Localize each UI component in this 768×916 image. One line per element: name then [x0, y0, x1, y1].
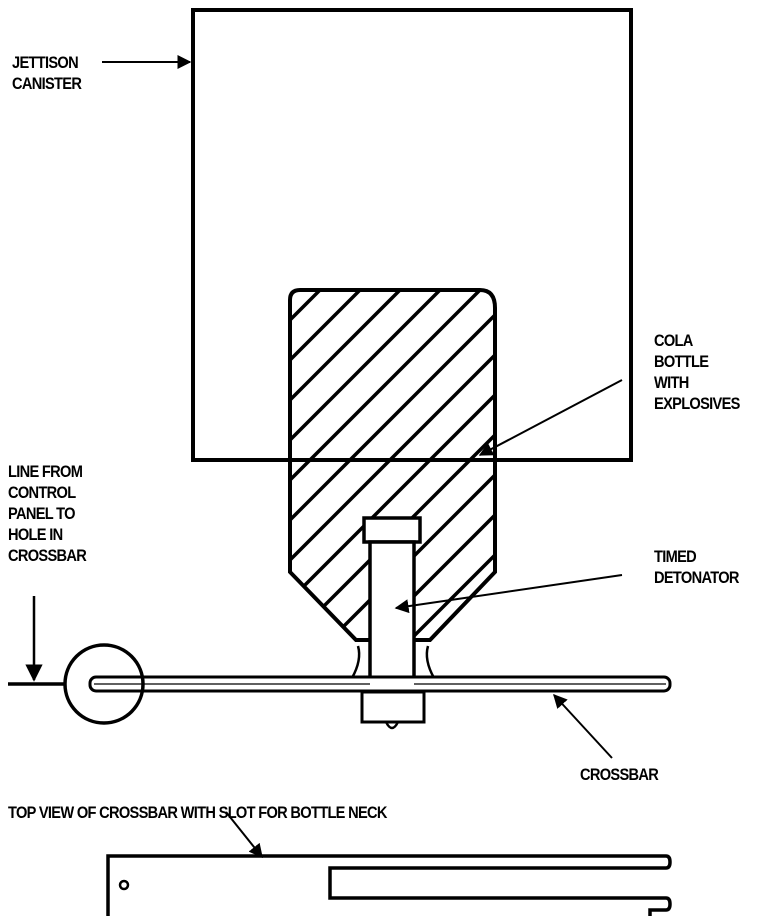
- crossbar-label: CROSSBAR: [580, 765, 659, 784]
- cola-bottle-label: COLA BOTTLE WITH EXPLOSIVES: [654, 331, 740, 413]
- crossbar-arrow: [553, 693, 613, 759]
- top-view-arrow: [225, 811, 263, 859]
- jettison-canister-label: JETTISON CANISTER: [12, 53, 82, 93]
- top-view-caption: TOP VIEW OF CROSSBAR WITH SLOT FOR BOTTL…: [8, 803, 387, 822]
- control-line-label: LINE FROM CONTROL PANEL TO HOLE IN CROSS…: [8, 462, 87, 565]
- explosive-hatching: [290, 290, 495, 640]
- timed-detonator: [360, 516, 426, 730]
- timed-detonator-label: TIMED DETONATOR: [654, 547, 739, 587]
- crossbar-top-view: [106, 854, 672, 916]
- crossbar: [88, 675, 672, 693]
- cola-bottle: [288, 288, 497, 679]
- cola-bottle-arrow: [478, 379, 623, 456]
- jettison-canister: [191, 8, 633, 462]
- timed-detonator-arrow: [394, 574, 623, 614]
- top-view-hole: [118, 879, 130, 891]
